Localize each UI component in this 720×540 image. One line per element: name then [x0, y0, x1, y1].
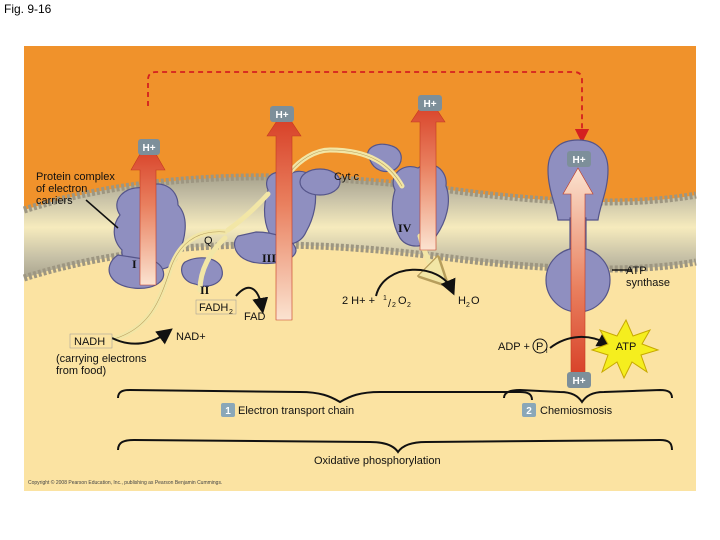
pi-label: P i [533, 339, 548, 355]
atp-synthase-label-line-1: ATP [626, 265, 647, 277]
protein-complex-label-line-3: carriers [36, 195, 73, 207]
complex-3-label: III [262, 251, 276, 265]
step-1-label: Electron transport chain [238, 405, 354, 417]
step-2-label: Chemiosmosis [540, 405, 613, 417]
step-1-badge: 1 [221, 403, 235, 417]
svg-text:2: 2 [407, 302, 411, 309]
fadh2-label: FADH 2 [196, 300, 236, 316]
fad-label: FAD [244, 311, 265, 323]
svg-text:2: 2 [229, 309, 233, 316]
svg-text:H+: H+ [572, 155, 585, 166]
svg-text:H+: H+ [275, 110, 288, 121]
svg-text:H+: H+ [142, 143, 155, 154]
protein-complex-label-line-2: of electron [36, 183, 87, 195]
nad-plus-label: NAD+ [176, 331, 206, 343]
svg-text:O: O [398, 295, 407, 307]
h-plus-badge-4: H+ [567, 151, 591, 167]
h-plus-badge-2: H+ [270, 106, 294, 122]
q-label: Q [204, 235, 213, 247]
adp-label: ADP + [498, 341, 530, 353]
svg-text:1: 1 [383, 295, 387, 302]
nadh-label: NADH [70, 334, 112, 348]
h-plus-badge-5: H+ [567, 372, 591, 388]
svg-text:H+: H+ [423, 99, 436, 110]
svg-text:2 H+ +: 2 H+ + [342, 295, 375, 307]
complex-2-label: II [200, 283, 210, 297]
carrying-label-line-2: from food) [56, 365, 106, 377]
h-plus-badge-3: H+ [418, 95, 442, 111]
svg-text:P: P [536, 341, 543, 353]
step-2-badge: 2 [522, 403, 536, 417]
complex-1-label: I [132, 257, 137, 271]
protein-complex-label-line-1: Protein complex [36, 171, 115, 183]
svg-text:NADH: NADH [74, 336, 105, 348]
h-plus-badge-1: H+ [138, 139, 160, 155]
copyright-text: Copyright © 2008 Pearson Education, Inc.… [28, 479, 222, 486]
svg-text:ATP: ATP [616, 341, 637, 353]
svg-text:2: 2 [466, 302, 470, 309]
svg-text:FADH: FADH [199, 302, 228, 314]
svg-text:2: 2 [526, 406, 532, 417]
atp-synthase-label-line-2: synthase [626, 277, 670, 289]
carrying-label-line-1: (carrying electrons [56, 353, 147, 365]
svg-text:1: 1 [225, 406, 231, 417]
svg-text:O: O [471, 295, 480, 307]
complex-4-label: IV [398, 221, 412, 235]
cyt-c-label: Cyt c [334, 171, 360, 183]
oxphos-label: Oxidative phosphorylation [314, 455, 441, 467]
svg-text:H+: H+ [572, 376, 585, 387]
svg-text:2: 2 [392, 302, 396, 309]
svg-text:H: H [458, 295, 466, 307]
